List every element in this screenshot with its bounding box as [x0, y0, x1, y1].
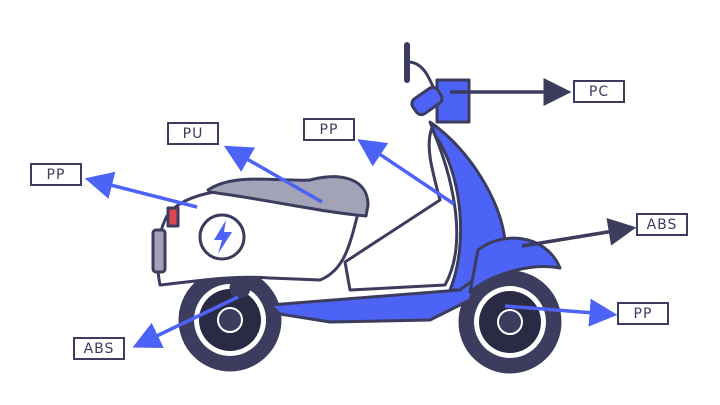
- inner-leg-shield: [343, 126, 459, 292]
- rear-bumper: [151, 228, 167, 274]
- arrow-pp-front: [504, 298, 618, 327]
- arrow-pp-rear-body: [84, 171, 198, 209]
- label-pp-leg-shield: PP: [303, 118, 355, 141]
- arrow-pu: [223, 145, 323, 204]
- label-abs-front: ABS: [636, 213, 688, 236]
- seat: [206, 175, 370, 218]
- lightning-bolt-icon: [214, 220, 232, 254]
- rear-hub: [229, 277, 251, 299]
- label-pp-front: PP: [617, 302, 669, 325]
- arrow-pp-leg-shield: [357, 139, 455, 206]
- label-abs-rear: ABS: [73, 337, 125, 360]
- arrow-abs-rear: [132, 295, 239, 349]
- front-fender: [468, 236, 562, 294]
- rear-wheel: [178, 268, 282, 372]
- label-pc: PC: [573, 80, 625, 103]
- label-pu: PU: [167, 122, 219, 145]
- tail-light: [166, 206, 180, 228]
- arrow-abs-front: [521, 218, 637, 248]
- handle-grip: [410, 85, 444, 117]
- label-pp-rear-body: PP: [30, 163, 82, 186]
